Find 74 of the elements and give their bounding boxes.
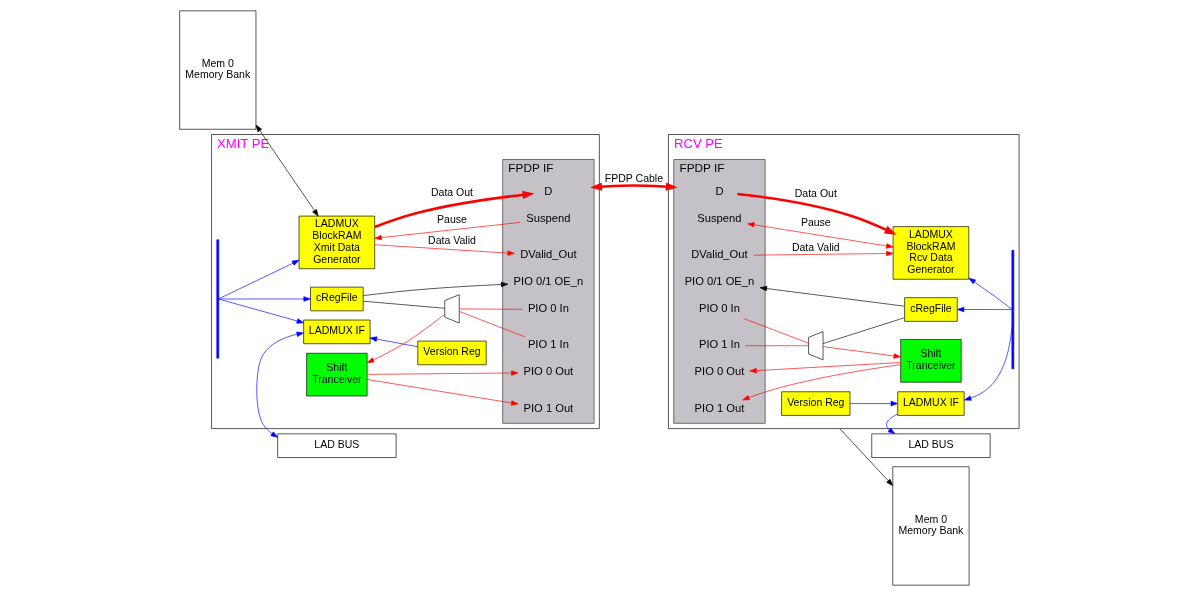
arrow: [363, 281, 509, 296]
edge-label: Data Out: [430, 186, 474, 199]
node-text: Suspend: [526, 212, 571, 225]
arrow: [964, 326, 1013, 401]
edge-label: Pause: [437, 213, 467, 226]
node-box: Shift Tranceiver: [900, 339, 962, 383]
node-text: PIO 1 In: [698, 338, 740, 351]
arrow: [218, 298, 304, 324]
node-bar: [216, 239, 220, 359]
node-box: Mem 0 Memory Bank: [892, 466, 970, 586]
node-text: PIO 0/1 OE_n: [684, 275, 755, 288]
connector: [743, 318, 809, 344]
arrow: [737, 192, 897, 235]
node-text: DValid_Out: [520, 248, 577, 261]
arrow: [366, 379, 519, 406]
arrow: [822, 346, 901, 359]
arrow: [374, 244, 515, 256]
node-box: cRegFile: [904, 297, 958, 322]
arrow: [366, 313, 445, 363]
node-text: PIO 1 Out: [694, 401, 745, 414]
arrow: [753, 250, 894, 257]
node-text: PIO 0 In: [698, 302, 740, 315]
node-text: Suspend: [697, 212, 742, 225]
arrow: [366, 370, 519, 376]
edge-label: Pause: [800, 215, 831, 228]
node-box: LADMUX IF: [303, 319, 371, 345]
connector: [745, 345, 809, 347]
node-text: PIO 0 Out: [523, 365, 574, 378]
arrow: [374, 222, 521, 241]
node-text: DValid_Out: [691, 248, 748, 261]
node-text: D: [715, 185, 724, 198]
node-box: Version Reg: [417, 340, 487, 366]
connector: [459, 308, 523, 310]
node-box: Version Reg: [781, 391, 851, 416]
arrow: [850, 400, 898, 407]
arrow: [747, 222, 894, 249]
arrow: [256, 331, 304, 438]
node-text: PIO 0 In: [527, 302, 569, 315]
node-text: PIO 1 Out: [523, 401, 574, 414]
connector: [363, 300, 445, 309]
connector: [822, 317, 905, 344]
node-text: PIO 1 In: [527, 338, 569, 351]
edge-label: Data Valid: [791, 240, 840, 253]
edge-label: FPDP Cable: [604, 172, 664, 185]
connector: [459, 311, 526, 338]
arrow: [255, 124, 319, 217]
node-box: LADMUX BlockRAM Rcv Data Generator: [892, 226, 970, 280]
arrow: [968, 277, 1012, 310]
arrow: [369, 336, 419, 348]
node-text: PIO 0/1 OE_n: [513, 275, 584, 288]
node-box: Shift Tranceiver: [306, 352, 368, 397]
edge-label: Data Out: [794, 186, 837, 199]
node-box: cRegFile: [310, 286, 364, 312]
arrow: [218, 296, 311, 302]
node-trapezoid: [444, 294, 460, 324]
node-box: LAD BUS: [277, 433, 397, 458]
arrow: [742, 364, 901, 401]
node-box: LADMUX BlockRAM Xmit Data Generator: [298, 215, 376, 270]
arrow: [218, 259, 300, 300]
arrow: [957, 306, 1013, 313]
node-box: Mem 0 Memory Bank: [179, 10, 257, 130]
arrow: [749, 362, 901, 374]
arrow: [886, 413, 898, 434]
node-trapezoid: [808, 331, 824, 361]
node-bar: [1011, 249, 1015, 370]
node-text: PIO 0 Out: [694, 365, 745, 378]
node-box: LAD BUS: [871, 433, 991, 458]
arrow: [839, 428, 894, 486]
edge-label: Data Valid: [428, 234, 476, 247]
node-text: D: [544, 185, 553, 198]
node-box: LADMUX IF: [897, 391, 965, 416]
arrow: [590, 182, 678, 191]
arrow: [374, 190, 535, 229]
arrow: [759, 285, 905, 307]
